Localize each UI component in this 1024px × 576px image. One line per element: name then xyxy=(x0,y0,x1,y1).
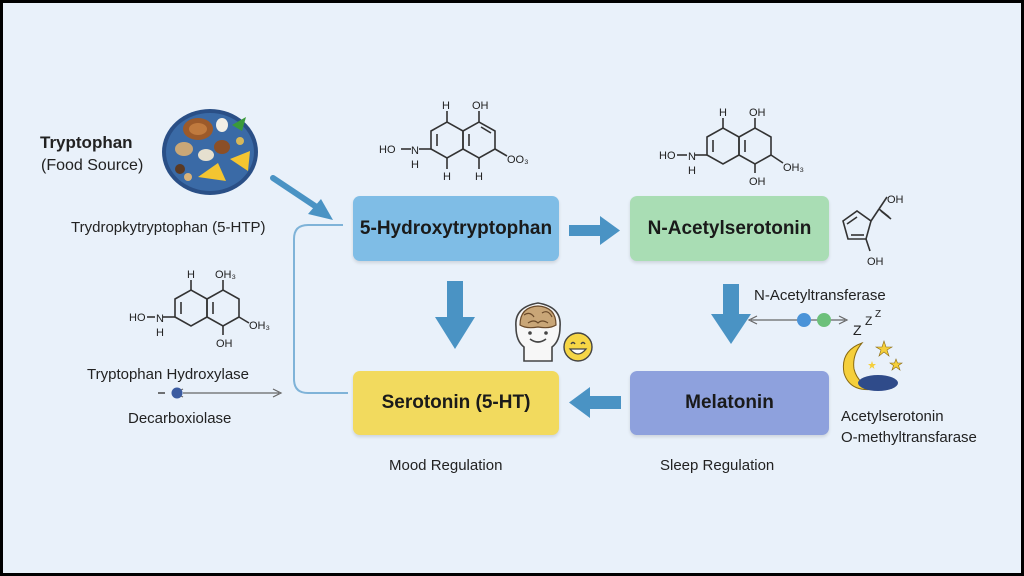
sleep-regulation-caption: Sleep Regulation xyxy=(660,457,775,474)
moon-stars-icon xyxy=(842,340,903,391)
m3-oh3-right: OH₃ xyxy=(249,320,270,332)
m2-h-top: H xyxy=(719,107,727,119)
m1-h-bottom-2: H xyxy=(475,171,483,183)
intermediate-label: Trydropkytryptophan (5-HTP) xyxy=(71,219,266,236)
food-plate-icon xyxy=(162,109,258,195)
pathway-arrows xyxy=(158,175,849,418)
mood-regulation-caption: Mood Regulation xyxy=(389,457,503,474)
loop-connector xyxy=(293,224,348,394)
svg-text:Z: Z xyxy=(865,314,872,328)
m2-oh-bottom: OH xyxy=(749,176,766,188)
m2-ho-left: HO xyxy=(659,150,676,162)
m4-oh-top: OH xyxy=(887,194,904,206)
m2-right-group: OH₃ xyxy=(783,162,804,174)
m1-oh-top: OH xyxy=(472,100,489,112)
m3-oh-bottom: OH xyxy=(216,338,233,350)
enzyme-methyltransferase-line1: Acetylserotonin xyxy=(841,408,944,425)
m1-h-bottom-1: H xyxy=(443,171,451,183)
molecule-structure-2: H OH HO N H OH₃ OH xyxy=(659,107,804,188)
svg-text:Z: Z xyxy=(853,322,862,338)
diagram-canvas: Tryptophan (Food Source) Trydropkytrypto… xyxy=(3,3,1021,573)
m2-nh: N xyxy=(688,151,696,163)
m1-right-group: OO₃ xyxy=(507,154,529,166)
m1-nh: N xyxy=(411,145,419,157)
food-source-title: Tryptophan xyxy=(40,133,133,152)
m4-oh-bottom: OH xyxy=(867,256,884,268)
enzyme-methyltransferase-line2: O-methyltransfarase xyxy=(841,429,977,446)
molecule-structure-1: H OH HO N H H H OO₃ xyxy=(379,100,529,183)
m3-ho-left: HO xyxy=(129,312,146,324)
htp-to-serotonin-arrow xyxy=(435,281,475,349)
m2-oh-top: OH xyxy=(749,107,766,119)
node-serotonin: Serotonin (5-HT) xyxy=(353,371,559,435)
acetyltransferase-double-arrow xyxy=(747,313,849,327)
node-5-hydroxytryptophan: 5-Hydroxytryptophan xyxy=(353,196,559,261)
m1-ho-left: HO xyxy=(379,144,396,156)
food-source-subtitle: (Food Source) xyxy=(41,157,144,174)
smiley-icon xyxy=(563,332,593,362)
enzyme-hydroxylase-label: Tryptophan Hydroxylase xyxy=(87,366,250,383)
m3-h-top: H xyxy=(187,269,195,281)
m1-nh-h: H xyxy=(411,159,419,171)
enzyme-decarboxylase-label: Decarboxiolase xyxy=(128,410,232,427)
melatonin-to-serotonin-arrow xyxy=(569,387,621,418)
node-n-acetylserotonin: N-Acetylserotonin xyxy=(630,196,829,261)
food-to-htp-arrow xyxy=(270,175,333,220)
brain-head-icon xyxy=(515,302,561,362)
htp-to-nas-arrow xyxy=(569,216,620,245)
molecule-structure-4: OH OH xyxy=(842,194,904,268)
m3-nh-h: H xyxy=(156,327,164,339)
m3-oh3-top: OH₃ xyxy=(215,269,236,281)
molecule-structure-3: H OH₃ HO N H OH₃ OH xyxy=(129,269,270,350)
m1-h-top: H xyxy=(442,100,450,112)
hydroxylase-double-arrow xyxy=(158,387,283,399)
m3-nh: N xyxy=(156,313,164,325)
svg-text:Z: Z xyxy=(875,309,881,320)
node-melatonin: Melatonin xyxy=(630,371,829,435)
m2-nh-h: H xyxy=(688,165,696,177)
nas-to-melatonin-arrow xyxy=(711,284,751,344)
zzz-icon: Z Z Z xyxy=(853,309,881,338)
enzyme-acetyltransferase-label: N-Acetyltransferase xyxy=(754,287,886,304)
